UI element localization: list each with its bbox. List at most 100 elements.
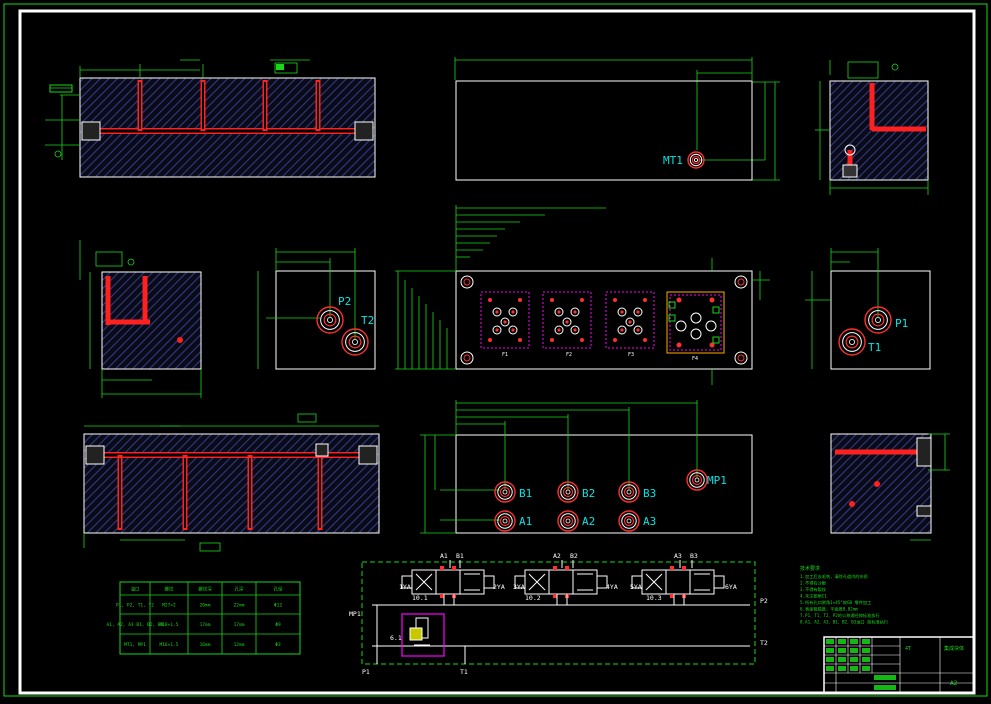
outer-trim-border (3, 3, 988, 697)
sch-6-1: 6.1 (390, 634, 402, 642)
sch-10-1: 10.1 (412, 594, 428, 602)
port-a1 (494, 510, 516, 532)
title-block (823, 636, 975, 694)
section-view-c (79, 240, 202, 398)
mounting-hole (734, 351, 748, 365)
label-b2: B2 (582, 487, 595, 500)
table-cell: MT1, MP1 (124, 642, 146, 648)
table-cell: 12mm (234, 642, 245, 648)
table-cell: M27×2 (162, 603, 176, 609)
port-p1 (864, 306, 892, 334)
relief-valve-6-1 (401, 613, 445, 657)
section-view-a (45, 59, 376, 178)
side-face-view-left (257, 248, 376, 370)
table-cell: 螺纹深 (198, 586, 212, 593)
sch-mp1: MP1 (349, 610, 361, 618)
table-cell: 16mm (200, 642, 211, 648)
table-cell: 螺纹 (165, 586, 174, 593)
sch-5ya: 5YA (630, 583, 642, 591)
label-f3: F3 (628, 352, 634, 358)
directional-valve-1 (401, 566, 495, 605)
label-mt1: MT1 (663, 154, 683, 167)
label-t1: T1 (868, 341, 881, 354)
sch-10-3: 10.3 (646, 594, 662, 602)
title-ref: 4T (905, 646, 911, 652)
table-cell: 22mm (234, 603, 245, 609)
notes-line: 4.未注倒角C1 (800, 593, 827, 600)
port-t1 (838, 328, 866, 356)
port-t2 (341, 328, 369, 356)
notes-line: 1.加工后去毛刺，清除孔道内的杂质 (800, 573, 868, 580)
sch-p2: P2 (760, 597, 768, 605)
valve-pad-f2 (550, 298, 584, 342)
valve-pad-f4 (668, 297, 720, 348)
valve-pad-f3 (613, 298, 647, 342)
notes-line: 7.P1、T1、T2、P2的公称通径按标准执行 (800, 612, 880, 619)
table-cell: 17mm (200, 622, 211, 628)
sch-a2: A2 (553, 552, 561, 560)
sch-t2: T2 (760, 639, 768, 647)
table-cell: P1, P2, T1, T2 (116, 603, 154, 609)
sch-a3: A3 (674, 552, 682, 560)
table-cell: 油口 (131, 586, 140, 593)
port-a3 (618, 510, 640, 532)
notes-line: 3.不得有裂纹 (800, 586, 827, 593)
table-cell: 孔径 (274, 586, 283, 593)
label-b3: B3 (643, 487, 656, 500)
label-f1: F1 (502, 352, 508, 358)
sch-p1: P1 (362, 668, 370, 676)
sch-1ya: 1YA (399, 583, 411, 591)
notes-line: 6.表面粗糙度，平面度0.02mm (800, 606, 858, 613)
label-t2: T2 (361, 314, 374, 327)
mounting-hole (734, 275, 748, 289)
sch-10-2: 10.2 (525, 594, 541, 602)
section-view-e (830, 433, 950, 541)
sch-2ya: 2YA (493, 583, 505, 591)
label-p1: P1 (895, 317, 908, 330)
label-mp1: MP1 (707, 474, 727, 487)
label-a3: A3 (643, 515, 656, 528)
sch-6ya: 6YA (725, 583, 737, 591)
port-thread-table: 油口 螺纹 螺纹深 孔深 孔径 P1, P2, T1, T2 M27×2 20mm 22mm Φ1… (107, 581, 301, 655)
port-b3 (618, 481, 640, 503)
valve-pad-f1 (488, 298, 522, 342)
mounting-hole (460, 351, 474, 365)
table-cell: A1, A2, A3 B1, B2, B3 (107, 622, 164, 628)
table-cell: M18×1.5 (160, 622, 179, 628)
directional-valve-3 (631, 566, 725, 605)
mounting-hole (460, 275, 474, 289)
directional-valve-2 (514, 566, 608, 605)
notes-title: 技术要求 (800, 565, 820, 572)
table-cell: 20mm (200, 603, 211, 609)
label-f4: F4 (692, 356, 698, 362)
top-face-view (454, 57, 780, 181)
sch-4ya: 4YA (606, 583, 618, 591)
table-cell: Φ9 (275, 622, 281, 628)
title-part-name: 集成块体 (944, 645, 964, 652)
label-a2: A2 (582, 515, 595, 528)
bottom-face-view (420, 400, 753, 534)
label-f2: F2 (566, 352, 572, 358)
title-scale: A2 (950, 680, 958, 687)
port-mt1 (687, 151, 705, 169)
sch-b2: B2 (570, 552, 578, 560)
hydraulic-schematic (361, 560, 756, 665)
table-cell: Φ3 (275, 642, 281, 648)
label-b1: B1 (519, 487, 532, 500)
table-cell: 孔深 (235, 586, 244, 593)
mounting-face-view (395, 205, 770, 385)
notes-line: 8.A1、A2、A3、B1、B2、B3油口 按标准执行 (800, 619, 888, 626)
sch-t1: T1 (460, 668, 468, 676)
section-view-b (815, 60, 929, 195)
sch-a1: A1 (440, 552, 448, 560)
table-cell: Φ12 (274, 603, 282, 609)
section-view-d (83, 413, 380, 552)
sch-b1: B1 (456, 552, 464, 560)
label-a1: A1 (519, 515, 532, 528)
sch-b3: B3 (690, 552, 698, 560)
sch-3ya: 3YA (513, 583, 525, 591)
port-b2 (557, 481, 579, 503)
port-b1 (494, 481, 516, 503)
